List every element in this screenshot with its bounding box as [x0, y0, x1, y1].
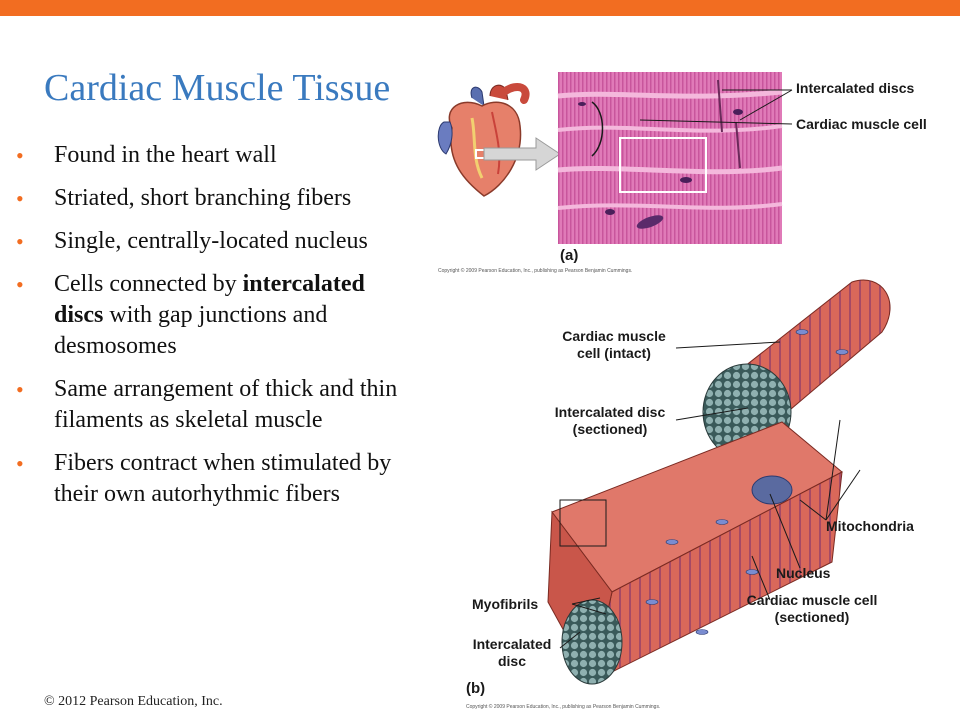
bullet-text: with gap junctions and desmosomes: [54, 302, 328, 359]
bullet-item: • Same arrangement of thick and thin fila…: [16, 374, 406, 436]
label-mitochondria: Mitochondria: [826, 518, 914, 534]
panel-letter-a: (a): [560, 247, 579, 264]
bullet-text: Found in the heart wall: [54, 142, 277, 168]
bullet-list: • Found in the heart wall • Striated, short…: [16, 140, 406, 522]
bullet-item: • Striated, short branching fibers: [16, 183, 406, 214]
fiber-diagram-panel-b: [547, 279, 891, 685]
pointer-arrow: [483, 137, 561, 171]
bullet-marker: •: [16, 143, 24, 168]
figure-credit-b: Copyright © 2009 Pearson Education, Inc.…: [466, 704, 661, 710]
label-cell-sectioned: Cardiac muscle cell (sectioned): [746, 592, 878, 625]
bullet-text: Single, centrally-located nucleus: [54, 228, 368, 254]
bullet-text: Same arrangement of thick and thin filam…: [54, 376, 398, 433]
bullet-item: • Found in the heart wall: [16, 140, 406, 171]
label-intercalated-disc: Intercalated disc: [472, 636, 552, 669]
bullet-item: • Single, centrally-located nucleus: [16, 226, 406, 257]
bullet-item: • Fibers contract when stimulated by thei…: [16, 448, 406, 510]
bullet-marker: •: [16, 377, 24, 402]
bullet-text: Striated, short branching fibers: [54, 185, 352, 211]
bullet-item: • Cells connected by intercalated discs w…: [16, 269, 406, 362]
bullet-marker: •: [16, 272, 24, 297]
label-nucleus: Nucleus: [776, 565, 831, 581]
bullet-marker: •: [16, 186, 24, 211]
micrograph-panel-a: [557, 72, 783, 244]
bullet-text: Fibers contract when stimulated by their…: [54, 450, 392, 507]
bullet-marker: •: [16, 451, 24, 476]
label-cell-intact: Cardiac muscle cell (intact): [562, 328, 666, 361]
slide-title: Cardiac Muscle Tissue: [44, 67, 391, 109]
copyright-notice: © 2012 Pearson Education, Inc.: [44, 694, 223, 709]
bullet-text: Cells connected by: [54, 271, 243, 297]
label-cardiac-muscle-cell: Cardiac muscle cell: [796, 116, 927, 132]
figure-credit-a: Copyright © 2009 Pearson Education, Inc.…: [438, 268, 633, 274]
bullet-marker: •: [16, 229, 24, 254]
leader-lines-a: [639, 89, 793, 125]
label-disc-sectioned: Intercalated disc (sectioned): [554, 404, 666, 437]
label-intercalated-discs: Intercalated discs: [796, 80, 915, 96]
panel-letter-b: (b): [466, 680, 486, 697]
top-accent-bar: [0, 0, 960, 16]
bullet-bold-text: intercalated discs: [54, 271, 365, 328]
label-myofibrils: Myofibrils: [472, 596, 539, 612]
